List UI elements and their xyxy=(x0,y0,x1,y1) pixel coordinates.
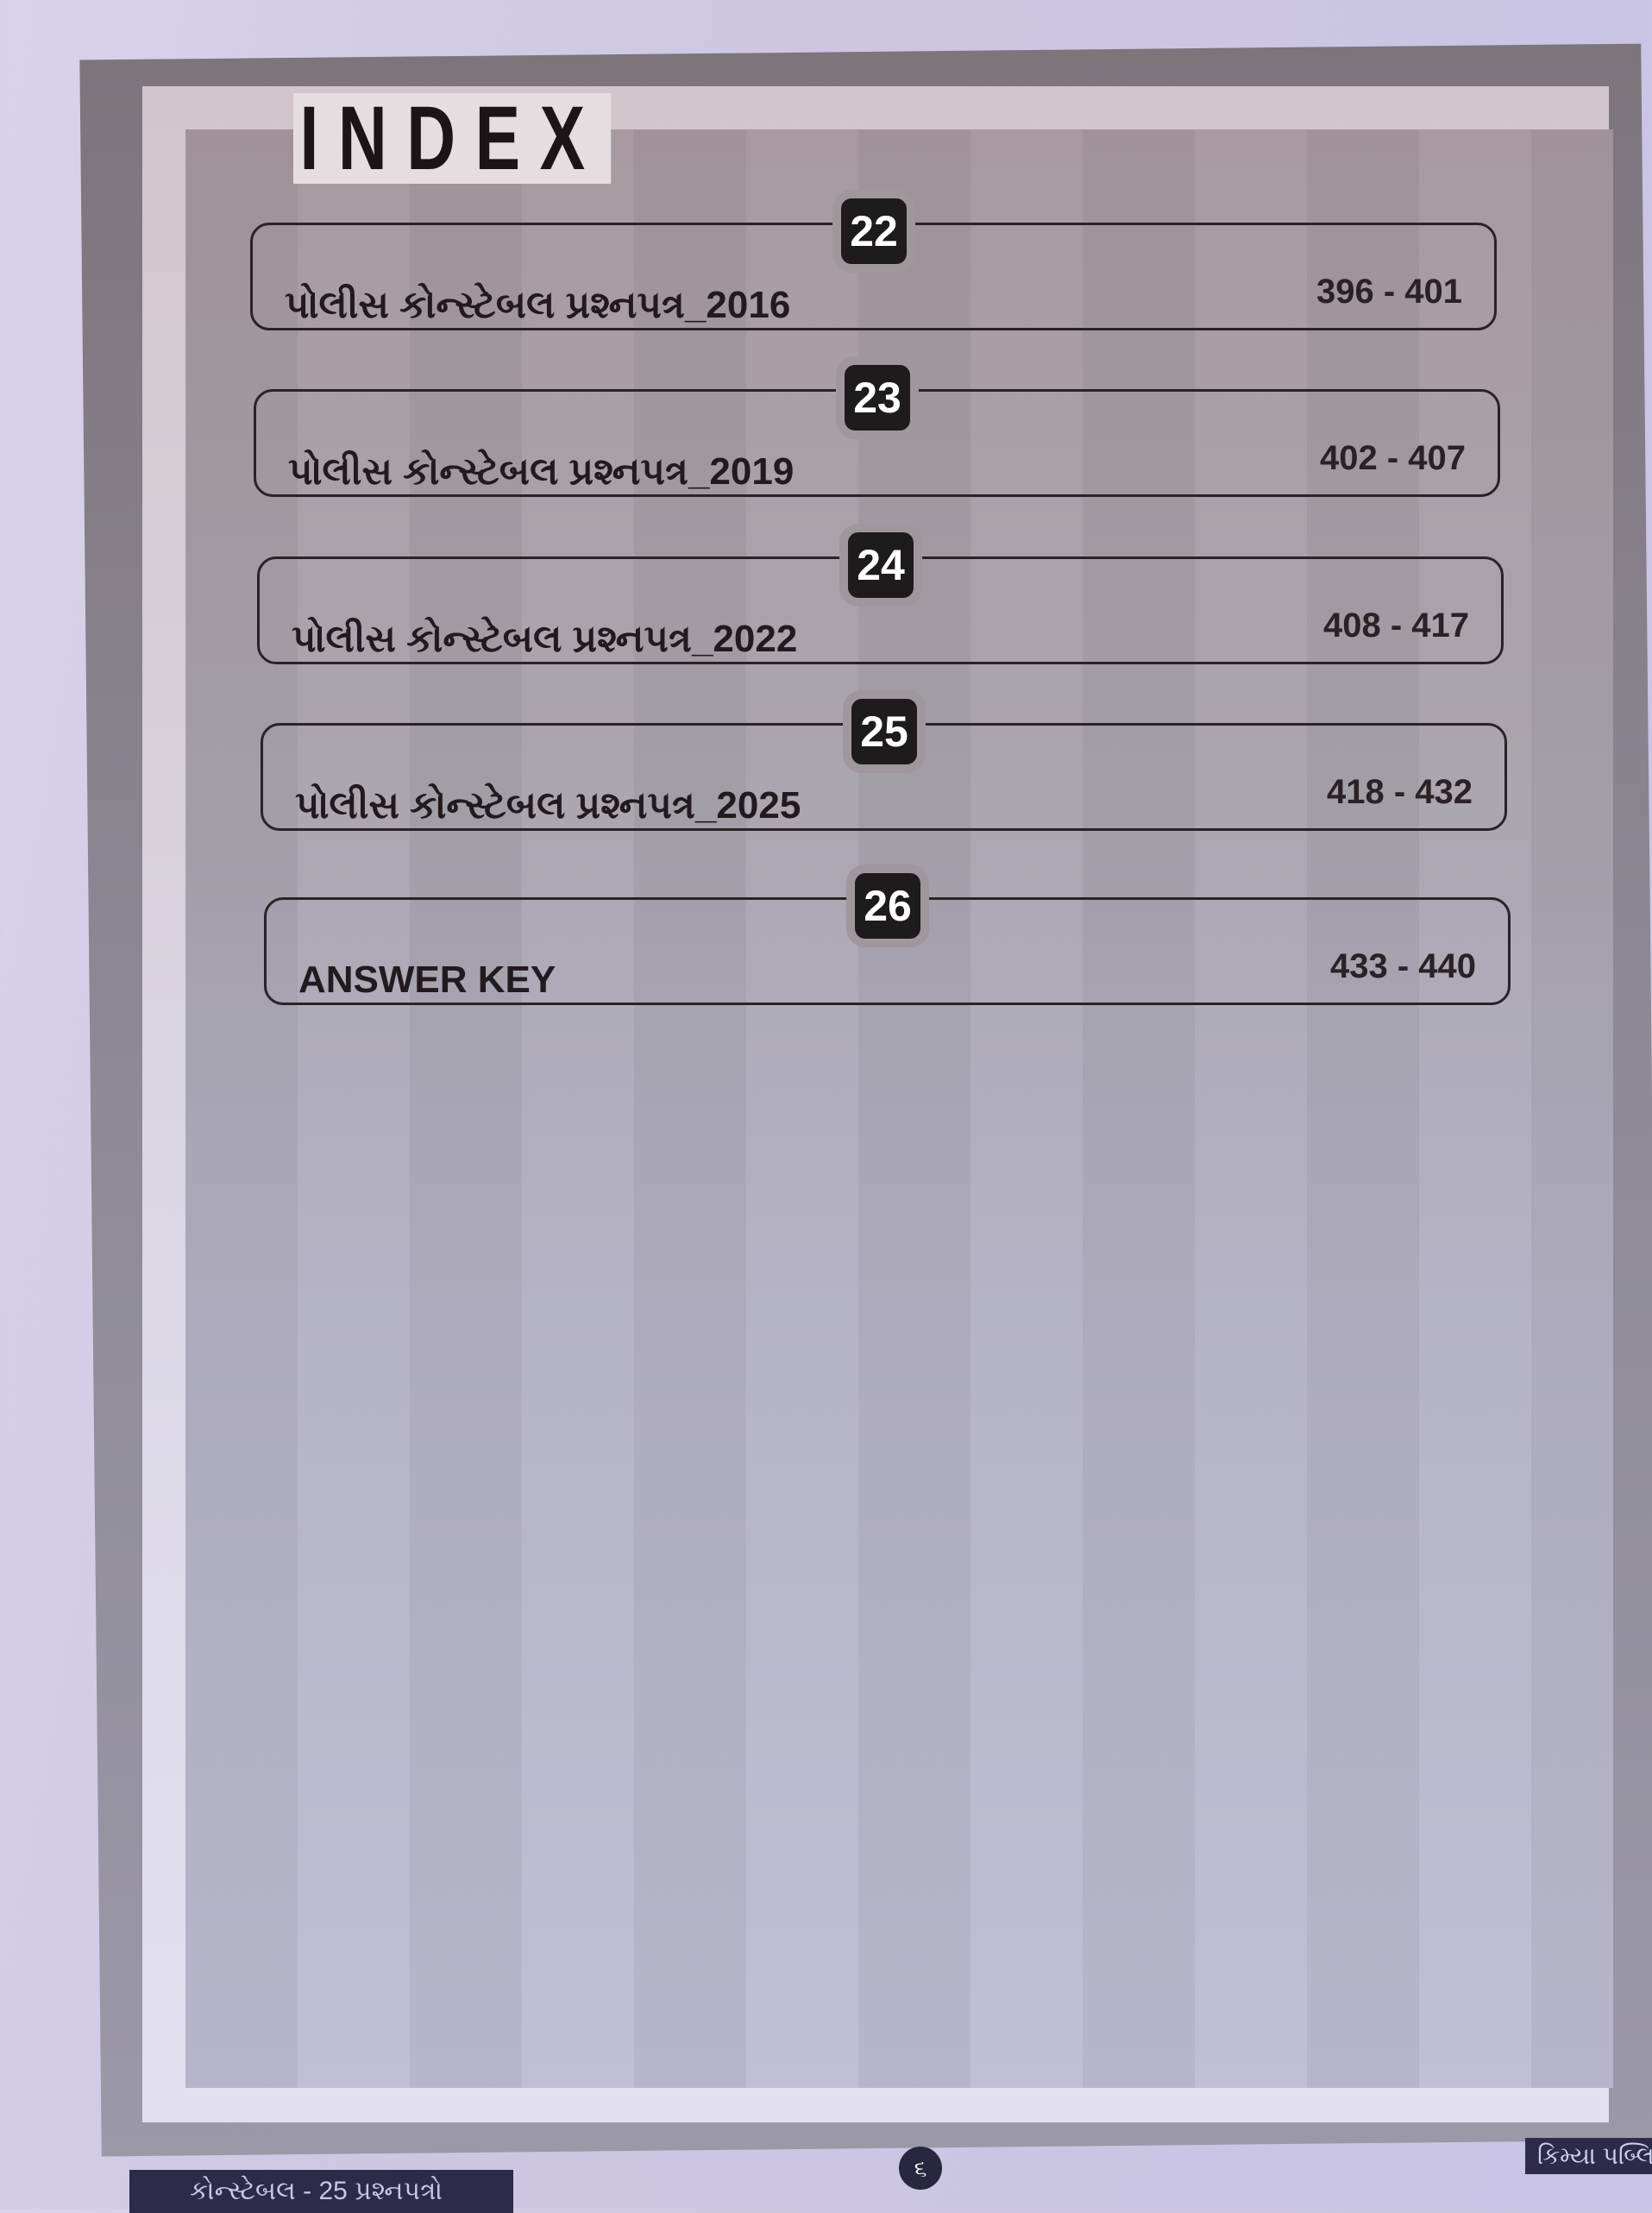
entry-pages: 433 - 440 xyxy=(1329,947,1476,985)
footer-book-title: કોન્સ્ટેબલ - 25 પ્રશ્નપત્રો xyxy=(129,2170,513,2213)
index-entry[interactable]: 25 પોલીસ કોન્સ્ટેબલ પ્રશ્નપત્ર_2025 418 … xyxy=(261,699,1507,831)
index-entry[interactable]: 26 ANSWER KEY 433 - 440 xyxy=(264,873,1511,1005)
entry-title: પોલીસ કોન્સ્ટેબલ પ્રશ્નપત્ર_2019 xyxy=(288,450,795,493)
entry-pages: 418 - 432 xyxy=(1326,773,1473,811)
index-entry[interactable]: 23 પોલીસ કોન્સ્ટેબલ પ્રશ્નપત્ર_2019 402 … xyxy=(254,365,1500,497)
entry-pages: 408 - 417 xyxy=(1322,607,1469,644)
entry-pages: 396 - 401 xyxy=(1316,273,1462,311)
page-title: INDEX xyxy=(293,93,612,184)
footer-publisher: કિમ્યા પબ્લિ xyxy=(1525,2138,1652,2174)
chapter-number-badge: 24 xyxy=(848,532,914,598)
entry-title: ANSWER KEY xyxy=(298,959,556,1001)
index-entry[interactable]: 24 પોલીસ કોન્સ્ટેબલ પ્રશ્નપત્ર_2022 408 … xyxy=(257,532,1504,664)
chapter-number-badge: 22 xyxy=(841,198,907,264)
index-entry[interactable]: 22 પોલીસ કોન્સ્ટેબલ પ્રશ્નપત્ર_2016 396 … xyxy=(250,198,1497,330)
chapter-number-badge: 26 xyxy=(855,873,920,939)
page-number: ૬ xyxy=(899,2147,942,2190)
entry-pages: 402 - 407 xyxy=(1319,439,1466,477)
entry-title: પોલીસ કોન્સ્ટેબલ પ્રશ્નપત્ર_2025 xyxy=(295,784,801,827)
entry-title: પોલીસ કોન્સ્ટેબલ પ્રશ્નપત્ર_2022 xyxy=(292,618,798,660)
entry-title: પોલીસ કોન્સ્ટેબલ પ્રશ્નપત્ર_2016 xyxy=(285,284,791,326)
chapter-number-badge: 23 xyxy=(845,365,910,431)
content-panel xyxy=(185,129,1613,2088)
chapter-number-badge: 25 xyxy=(851,699,917,764)
